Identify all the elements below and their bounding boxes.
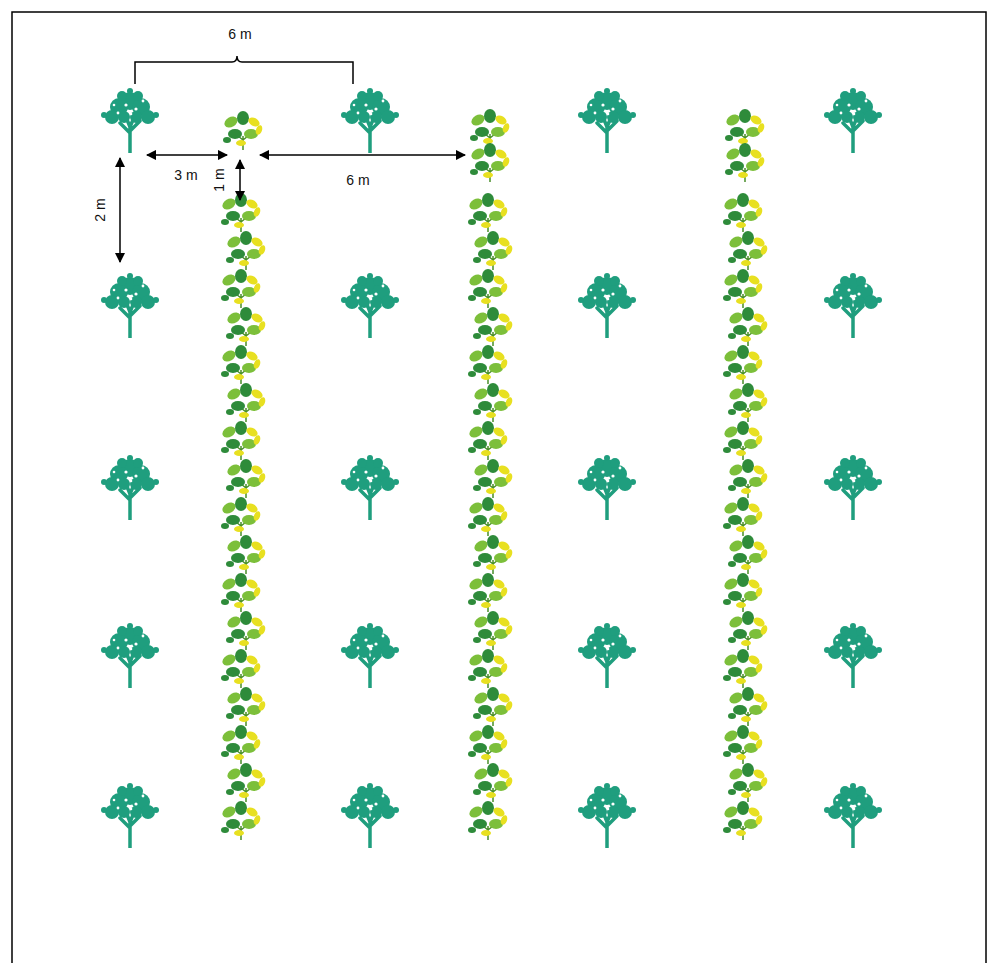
crop-icon bbox=[472, 611, 513, 650]
tree-icon bbox=[101, 455, 159, 520]
crop-icon bbox=[225, 763, 266, 802]
crop-icon bbox=[722, 345, 763, 384]
crop-icon bbox=[727, 231, 768, 270]
crop-icon bbox=[724, 109, 765, 148]
crop-icon bbox=[467, 193, 508, 232]
tree-icon bbox=[824, 273, 882, 338]
crop-icon bbox=[225, 459, 266, 498]
crop-icon bbox=[220, 649, 261, 688]
frame bbox=[12, 12, 986, 963]
crop-icon bbox=[472, 763, 513, 802]
crop-icon bbox=[472, 231, 513, 270]
dimension-arrow bbox=[147, 154, 227, 156]
dimension-arrow bbox=[260, 154, 465, 156]
crop-icon bbox=[727, 535, 768, 574]
tree-icon bbox=[101, 623, 159, 688]
crop-icon bbox=[220, 269, 261, 308]
crop-icon bbox=[722, 269, 763, 308]
crop-icon bbox=[220, 725, 261, 764]
crop-icon bbox=[727, 459, 768, 498]
crop-icon bbox=[727, 383, 768, 422]
dimension-marks bbox=[120, 56, 465, 262]
tree-icon bbox=[341, 88, 399, 153]
crop-icon bbox=[472, 535, 513, 574]
crop-icon bbox=[472, 307, 513, 346]
crop-icon bbox=[222, 111, 263, 150]
tree-icon bbox=[824, 783, 882, 848]
crop-icon bbox=[220, 497, 261, 536]
crop-icon bbox=[467, 801, 508, 840]
bracket bbox=[135, 56, 353, 84]
dimension-arrow bbox=[119, 158, 121, 262]
crop-icon bbox=[220, 345, 261, 384]
tree-icon bbox=[824, 623, 882, 688]
crop-icon bbox=[467, 725, 508, 764]
dimension-label: 6 m bbox=[344, 172, 371, 188]
crop-icon bbox=[467, 649, 508, 688]
crop-icon bbox=[722, 497, 763, 536]
crop-icon bbox=[727, 611, 768, 650]
tree-icon bbox=[341, 783, 399, 848]
crop-icon bbox=[472, 687, 513, 726]
crop-icon bbox=[220, 193, 261, 232]
crop-icon bbox=[469, 109, 510, 148]
crop-icon bbox=[225, 687, 266, 726]
crop-icon bbox=[467, 345, 508, 384]
crop-icon bbox=[467, 421, 508, 460]
crop-icon bbox=[722, 725, 763, 764]
crop-icon bbox=[722, 421, 763, 460]
dimension-label: 6 m bbox=[226, 26, 253, 42]
crop-icon bbox=[722, 649, 763, 688]
tree-icon bbox=[824, 455, 882, 520]
tree-icon bbox=[341, 273, 399, 338]
crop-icon bbox=[722, 573, 763, 612]
crop-icon bbox=[722, 801, 763, 840]
crop-icon bbox=[469, 143, 510, 182]
dimension-arrow bbox=[239, 160, 241, 200]
dimension-label: 2 m bbox=[92, 196, 108, 223]
crop-icon bbox=[467, 573, 508, 612]
tree-icon bbox=[341, 623, 399, 688]
crop-icon bbox=[220, 573, 261, 612]
crop-icon bbox=[220, 801, 261, 840]
crop-icon bbox=[724, 143, 765, 182]
crop-icon bbox=[225, 535, 266, 574]
crop-icon bbox=[472, 459, 513, 498]
tree-icon bbox=[101, 88, 159, 153]
tree-icon bbox=[578, 623, 636, 688]
tree-icon bbox=[101, 273, 159, 338]
crop-icon bbox=[220, 421, 261, 460]
dimension-label: 1 m bbox=[211, 166, 227, 193]
crop-icon bbox=[225, 383, 266, 422]
tree-icon bbox=[101, 783, 159, 848]
crop-icon bbox=[722, 193, 763, 232]
tree-icon bbox=[578, 88, 636, 153]
tree-icon bbox=[578, 273, 636, 338]
tree-icon bbox=[578, 783, 636, 848]
tree-icon bbox=[824, 88, 882, 153]
crop-icon bbox=[225, 611, 266, 650]
tree-icon bbox=[341, 455, 399, 520]
crop-icon bbox=[727, 307, 768, 346]
crop-icon bbox=[467, 269, 508, 308]
tree-icon bbox=[578, 455, 636, 520]
crop-icon bbox=[472, 383, 513, 422]
crop-icon bbox=[467, 497, 508, 536]
crop-icon bbox=[727, 687, 768, 726]
crop-icon bbox=[225, 307, 266, 346]
crop-icon bbox=[727, 763, 768, 802]
dimension-label: 3 m bbox=[172, 167, 199, 183]
plants bbox=[101, 88, 882, 848]
crop-icon bbox=[225, 231, 266, 270]
